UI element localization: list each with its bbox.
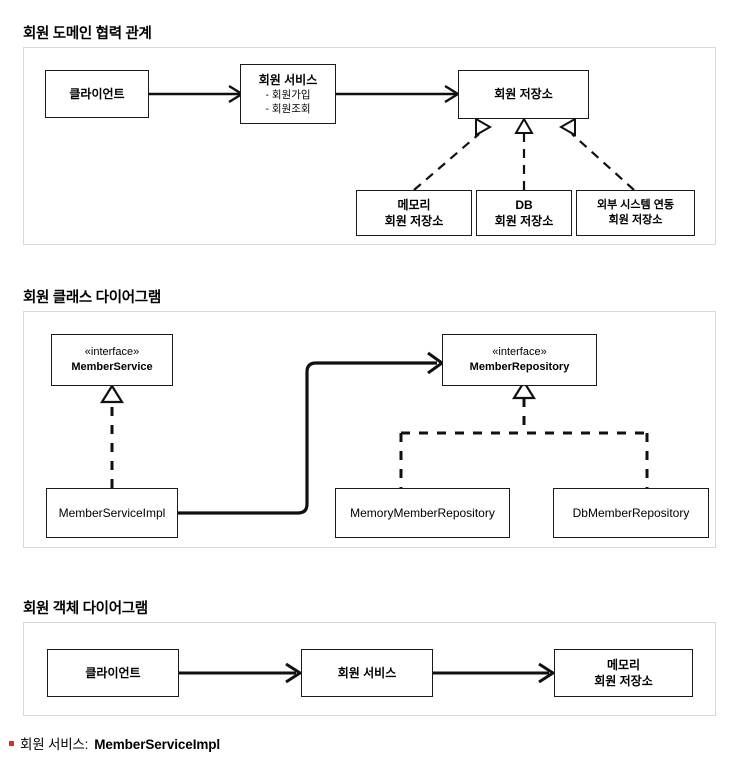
generalization-memory-triangle xyxy=(475,117,493,137)
node-memberrepository-interface[interactable]: «interface» MemberRepository xyxy=(442,334,597,386)
node-memory-repository-line1: 메모리 xyxy=(397,197,431,212)
node-member-service-object-label: 회원 서비스 xyxy=(337,665,397,680)
section-title-domain-collaboration: 회원 도메인 협력 관계 xyxy=(23,26,152,42)
footer-note-value: MemberServiceImpl xyxy=(94,737,221,752)
node-memory-repository-object-line1: 메모리 xyxy=(606,657,641,672)
node-member-repository-label: 회원 저장소 xyxy=(494,87,553,102)
section-title-object-diagram: 회원 객체 다이어그램 xyxy=(23,601,148,617)
node-member-service-item-0: - 회원가입 xyxy=(265,88,311,101)
panel-domain-collaboration: 클라이언트 회원 서비스 - 회원가입 - 회원조회 회원 저장소 메모리 회원… xyxy=(23,47,716,245)
dependency-impl-to-repository-line xyxy=(178,361,437,515)
footer-note-label: 회원 서비스: xyxy=(20,737,89,752)
generalization-db-triangle xyxy=(514,116,534,134)
node-client-label: 클라이언트 xyxy=(69,86,125,101)
node-client-object-label: 클라이언트 xyxy=(85,665,141,680)
node-memorymemberrepository[interactable]: MemoryMemberRepository xyxy=(335,488,510,538)
square-bullet-icon xyxy=(9,741,14,746)
arrow-client-to-service-head-obj xyxy=(285,662,303,684)
node-external-repository[interactable]: 외부 시스템 연동 회원 저장소 xyxy=(576,190,695,236)
node-external-repository-line1: 외부 시스템 연동 xyxy=(597,199,674,212)
node-memberserviceimpl[interactable]: MemberServiceImpl xyxy=(46,488,178,538)
connector-layer-object xyxy=(179,662,556,684)
node-db-repository[interactable]: DB 회원 저장소 xyxy=(476,190,572,236)
node-memberserviceimpl-name: MemberServiceImpl xyxy=(58,505,166,520)
arrow-service-to-repo-head-obj xyxy=(538,662,556,684)
generalization-external-line xyxy=(571,133,635,191)
node-db-repository-line2: 회원 저장소 xyxy=(494,214,554,228)
footer-note: 회원 서비스: MemberServiceImpl xyxy=(9,733,220,753)
node-db-repository-line1: DB xyxy=(515,197,533,212)
node-memory-repository-line2: 회원 저장소 xyxy=(384,214,444,228)
node-memorymemberrepository-name: MemoryMemberRepository xyxy=(350,505,495,520)
node-member-service-item-1: - 회원조회 xyxy=(265,103,311,116)
node-client[interactable]: 클라이언트 xyxy=(45,70,149,118)
node-dbmemberrepository-name: DbMemberRepository xyxy=(572,505,690,520)
node-memberservice-name: MemberService xyxy=(71,361,153,373)
node-memory-repository-object-line2: 회원 저장소 xyxy=(594,674,653,688)
realization-memberservice-triangle xyxy=(100,383,124,404)
generalization-external-triangle xyxy=(558,117,576,137)
panel-class-diagram: «interface» MemberService «interface» Me… xyxy=(23,311,716,548)
connector-layer-domain xyxy=(149,84,635,191)
node-member-repository[interactable]: 회원 저장소 xyxy=(458,70,589,119)
node-member-service-title: 회원 서비스 xyxy=(258,72,318,87)
node-client-object[interactable]: 클라이언트 xyxy=(47,649,179,697)
node-memberrepository-name: MemberRepository xyxy=(469,361,570,373)
connector-layer-class xyxy=(100,351,649,515)
node-memory-repository-object[interactable]: 메모리 회원 저장소 xyxy=(554,649,693,697)
node-memberservice-interface[interactable]: «interface» MemberService xyxy=(51,334,173,386)
node-member-service-object[interactable]: 회원 서비스 xyxy=(301,649,433,697)
node-member-service[interactable]: 회원 서비스 - 회원가입 - 회원조회 xyxy=(240,64,336,124)
node-memberrepository-stereotype: «interface» xyxy=(492,346,547,359)
node-memory-repository[interactable]: 메모리 회원 저장소 xyxy=(356,190,472,236)
node-external-repository-line2: 회원 저장소 xyxy=(608,214,663,226)
node-dbmemberrepository[interactable]: DbMemberRepository xyxy=(553,488,709,538)
panel-object-diagram: 클라이언트 회원 서비스 메모리 회원 저장소 xyxy=(23,622,716,716)
section-title-class-diagram: 회원 클래스 다이어그램 xyxy=(23,290,161,306)
generalization-memory-line xyxy=(413,133,480,191)
node-memberservice-stereotype: «interface» xyxy=(84,346,140,359)
